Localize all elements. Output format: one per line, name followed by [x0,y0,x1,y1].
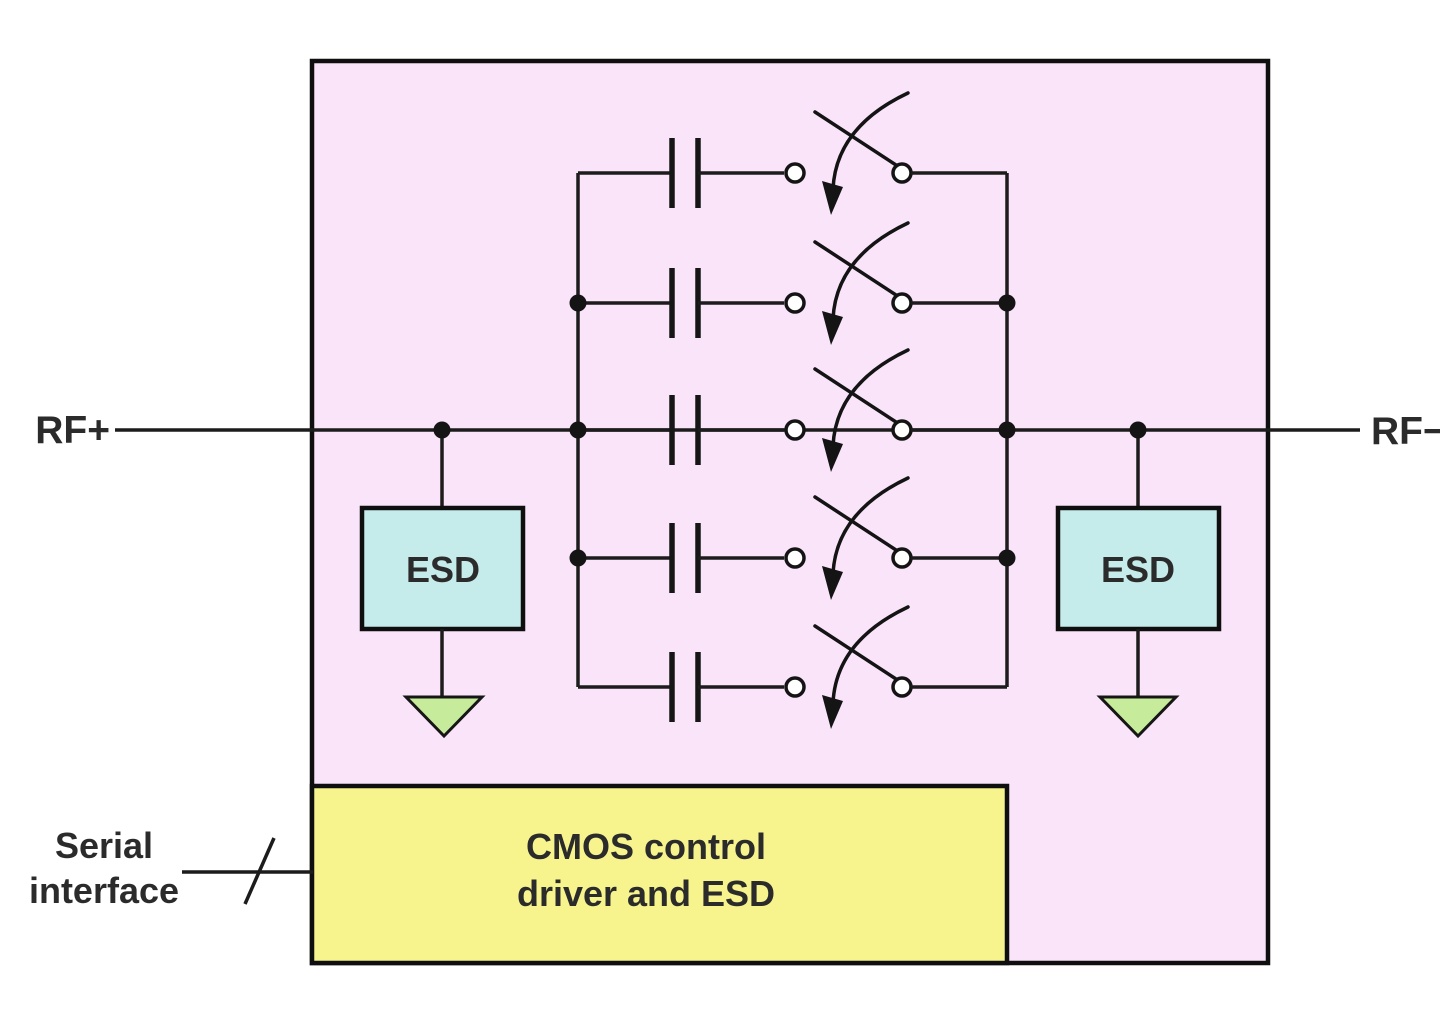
esd-block-right [1055,505,1222,632]
ground-symbol-left [402,695,486,739]
serial-interface-label-line2: interface [29,870,179,911]
serial-interface-label-line1: Serial [55,825,153,866]
junction-dot [569,549,587,567]
junction-dot [569,421,587,439]
ground-symbol-right [1096,695,1180,739]
esd-left-label: ESD [406,549,480,590]
cmos-control-block [309,783,1010,966]
esd-right-label: ESD [1101,549,1175,590]
junction-dot [1129,421,1147,439]
junction-dot [569,294,587,312]
cmos-block-label-line1: CMOS control [526,826,766,867]
cmos-block-label-line2: driver and ESD [517,873,775,914]
rf-minus-label: RF− [1371,410,1440,453]
junction-dot [998,294,1016,312]
bus-width-slash-icon [243,837,276,905]
esd-block-left [359,505,526,632]
junction-dot [998,549,1016,567]
junction-dot [998,421,1016,439]
junction-dot [433,421,451,439]
junction-dots [433,294,1147,567]
rf-plus-label: RF+ [35,409,110,452]
